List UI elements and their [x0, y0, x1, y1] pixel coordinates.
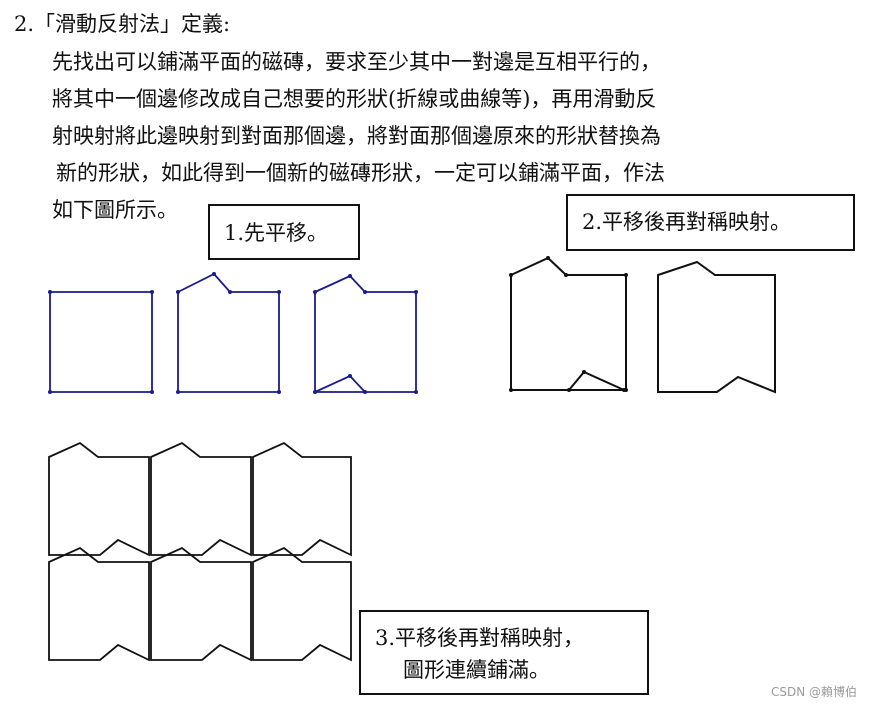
section-heading: 2.「滑動反射法」定義:	[14, 12, 231, 36]
reflected-edge-tile	[510, 256, 627, 391]
tile	[150, 546, 252, 662]
step2-label: 2.平移後再對稱映射。	[566, 194, 855, 251]
new-tile-shape	[657, 260, 776, 394]
paragraph-line: 射映射將此邊映射到對面那個邊，將對面那個邊原來的形狀替換為	[52, 124, 661, 148]
tile	[252, 441, 352, 557]
step1-label: 1.先平移。	[208, 204, 360, 260]
vertex-dots	[48, 272, 418, 394]
tile	[150, 441, 252, 557]
step3-line: 3.平移後再對稱映射，	[375, 626, 585, 650]
tile	[252, 546, 352, 662]
watermark: CSDN @賴博伯	[770, 685, 857, 699]
tessellation	[48, 441, 352, 662]
vertex-dots	[509, 256, 628, 392]
translated-edge	[314, 374, 366, 393]
paragraph-line: 先找出可以鋪滿平面的磁磚，要求至少其中一對邊是互相平行的，	[52, 50, 661, 74]
tile	[48, 546, 150, 662]
step1-figures	[49, 272, 417, 393]
tile	[48, 441, 150, 557]
paragraph-line: 如下圖所示。	[52, 198, 178, 222]
step3-line: 圖形連續鋪滿。	[403, 658, 550, 682]
definition-paragraph: 先找出可以鋪滿平面的磁磚，要求至少其中一對邊是互相平行的， 將其中一個邊修改成自…	[52, 44, 665, 229]
step3-label: 3.平移後再對稱映射， 圖形連續鋪滿。	[359, 610, 649, 695]
reflected-edge	[568, 370, 625, 391]
paragraph-line: 將其中一個邊修改成自己想要的形狀(折線或曲線等)，再用滑動反	[52, 87, 657, 111]
square-tile	[49, 291, 153, 393]
step2-figures	[510, 256, 776, 394]
paragraph-line: 新的形狀，如此得到一個新的磁磚形狀，一定可以鋪滿平面，作法	[56, 161, 665, 185]
